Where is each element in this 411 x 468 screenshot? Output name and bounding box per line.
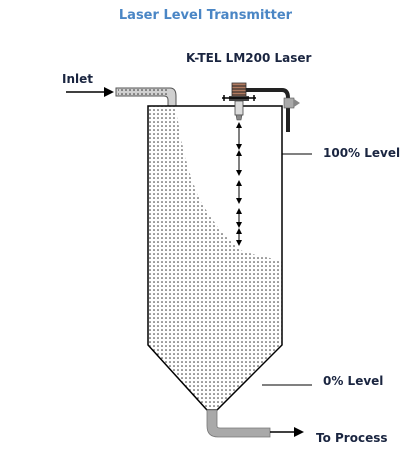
laser-beam-arrows — [236, 122, 242, 246]
product-fill — [148, 106, 282, 410]
beam-arrow-2 — [236, 150, 242, 176]
beam-arrow-4 — [236, 208, 242, 228]
laser-transmitter — [222, 82, 300, 132]
beam-arrow-1 — [236, 122, 242, 150]
beam-arrow-5 — [236, 228, 242, 246]
outlet-arrow — [270, 427, 304, 437]
diagram-title: Laser Level Transmitter — [118, 8, 293, 23]
high-level-label: 100% Level — [323, 146, 401, 160]
inlet-arrow — [66, 87, 114, 97]
outlet-label: To Process — [316, 431, 388, 445]
inlet-pipe — [115, 87, 177, 107]
outlet-pipe — [206, 409, 271, 438]
low-level-label: 0% Level — [323, 374, 384, 388]
device-label: K-TEL LM200 Laser — [186, 51, 312, 65]
beam-arrow-3 — [236, 180, 242, 204]
inlet-label: Inlet — [62, 72, 93, 86]
